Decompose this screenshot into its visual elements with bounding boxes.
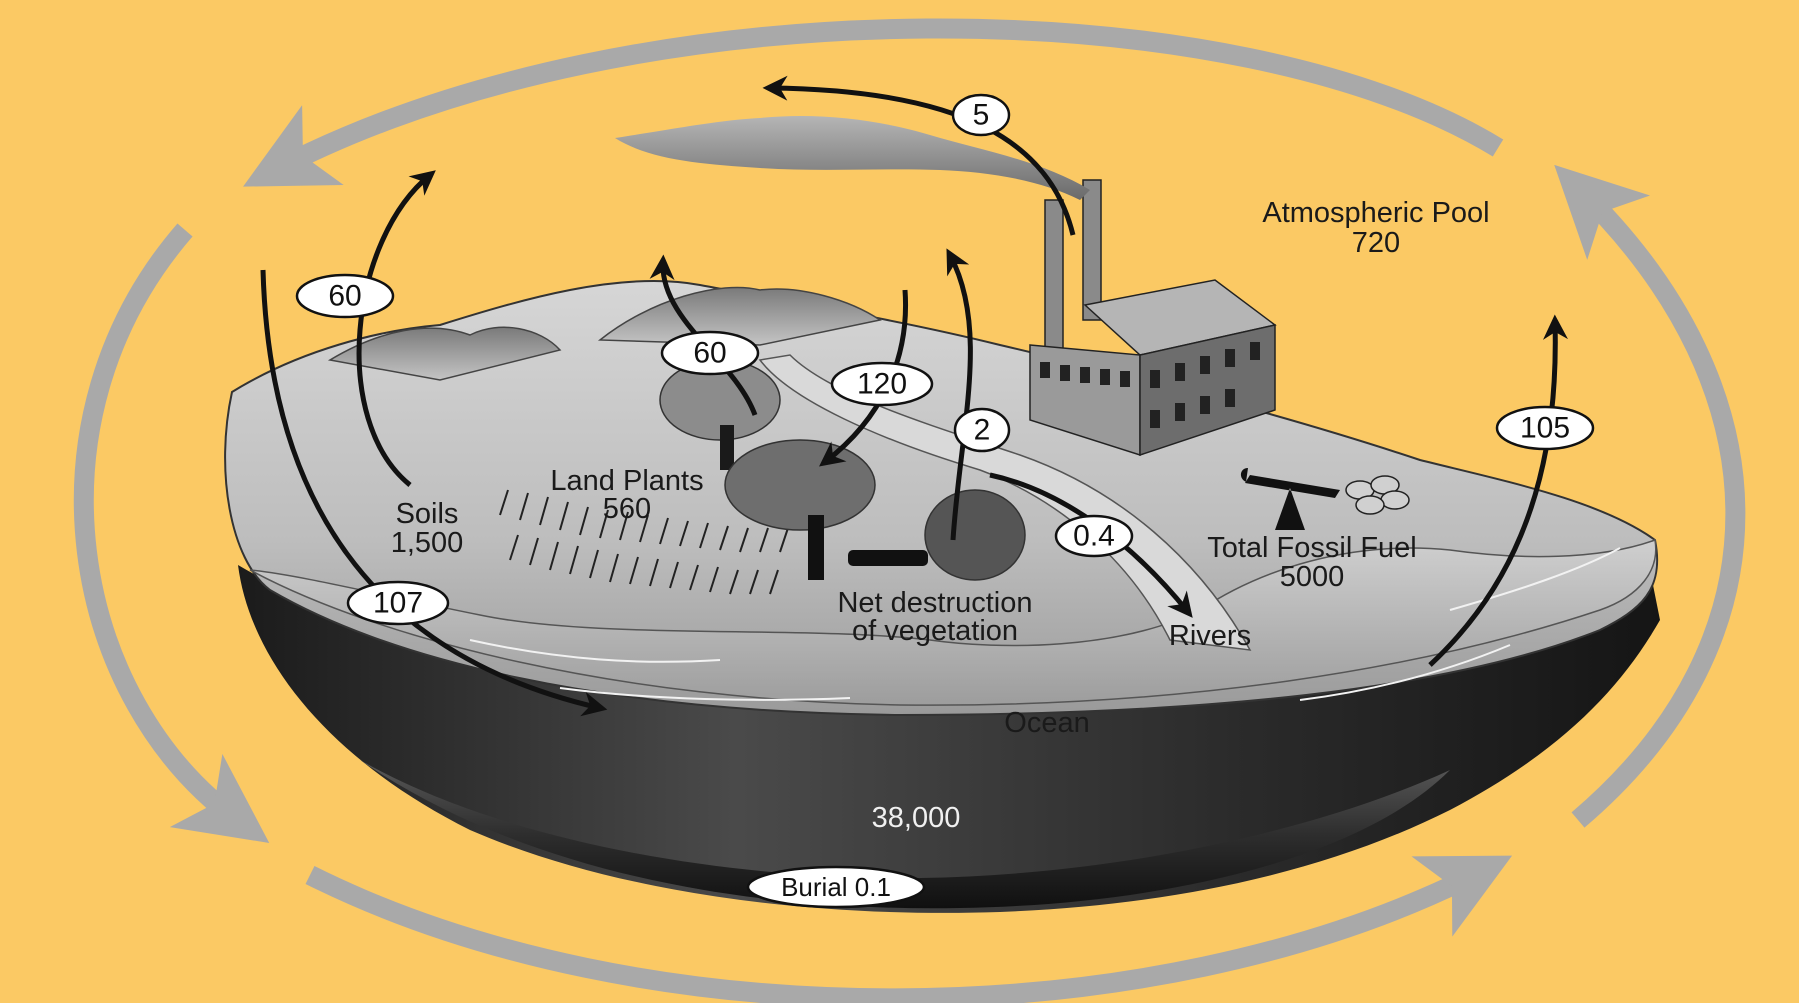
cycle-arrow-left (84, 230, 240, 822)
fossil-pool-value: 5000 (1280, 561, 1345, 593)
flux-value-fossil: 5 (973, 99, 990, 132)
ocean-pool-value: 38,000 (872, 802, 961, 834)
fossil-pool-name: Total Fossil Fuel (1207, 532, 1417, 564)
atmosphere-pool-value: 720 (1352, 227, 1400, 259)
cycle-arrow-right (1578, 190, 1735, 820)
flux-value-photosynthesis: 120 (857, 368, 907, 401)
plants-pool-value: 560 (603, 493, 651, 525)
net-destruction-line2: of vegetation (852, 615, 1018, 647)
soils-pool-value: 1,500 (391, 527, 464, 559)
atmosphere-pool-name: Atmospheric Pool (1262, 197, 1489, 229)
flux-value-plant: 60 (693, 337, 726, 370)
flux-value-ocean-uptake: 107 (373, 587, 423, 620)
flux-value-river: 0.4 (1073, 520, 1115, 553)
rivers-label: Rivers (1169, 620, 1251, 652)
tree-canopy (725, 440, 875, 530)
smoke-cloud (615, 116, 1090, 200)
felled-log (848, 550, 928, 566)
flux-value-ocean-release: 105 (1520, 412, 1570, 445)
oil-barrel (1356, 496, 1384, 514)
burial-label: Burial 0.1 (781, 872, 891, 902)
soils-pool-name: Soils (396, 498, 459, 530)
oil-barrel (1381, 491, 1409, 509)
flux-value-soil: 60 (328, 280, 361, 313)
tree-trunk (808, 515, 824, 580)
tree-canopy (925, 490, 1025, 580)
smokestack (1045, 200, 1063, 350)
smokestack (1083, 180, 1101, 320)
tree-trunk (720, 425, 734, 470)
flux-value-land-use: 2 (974, 414, 991, 447)
ocean-label: Ocean (1004, 707, 1089, 739)
